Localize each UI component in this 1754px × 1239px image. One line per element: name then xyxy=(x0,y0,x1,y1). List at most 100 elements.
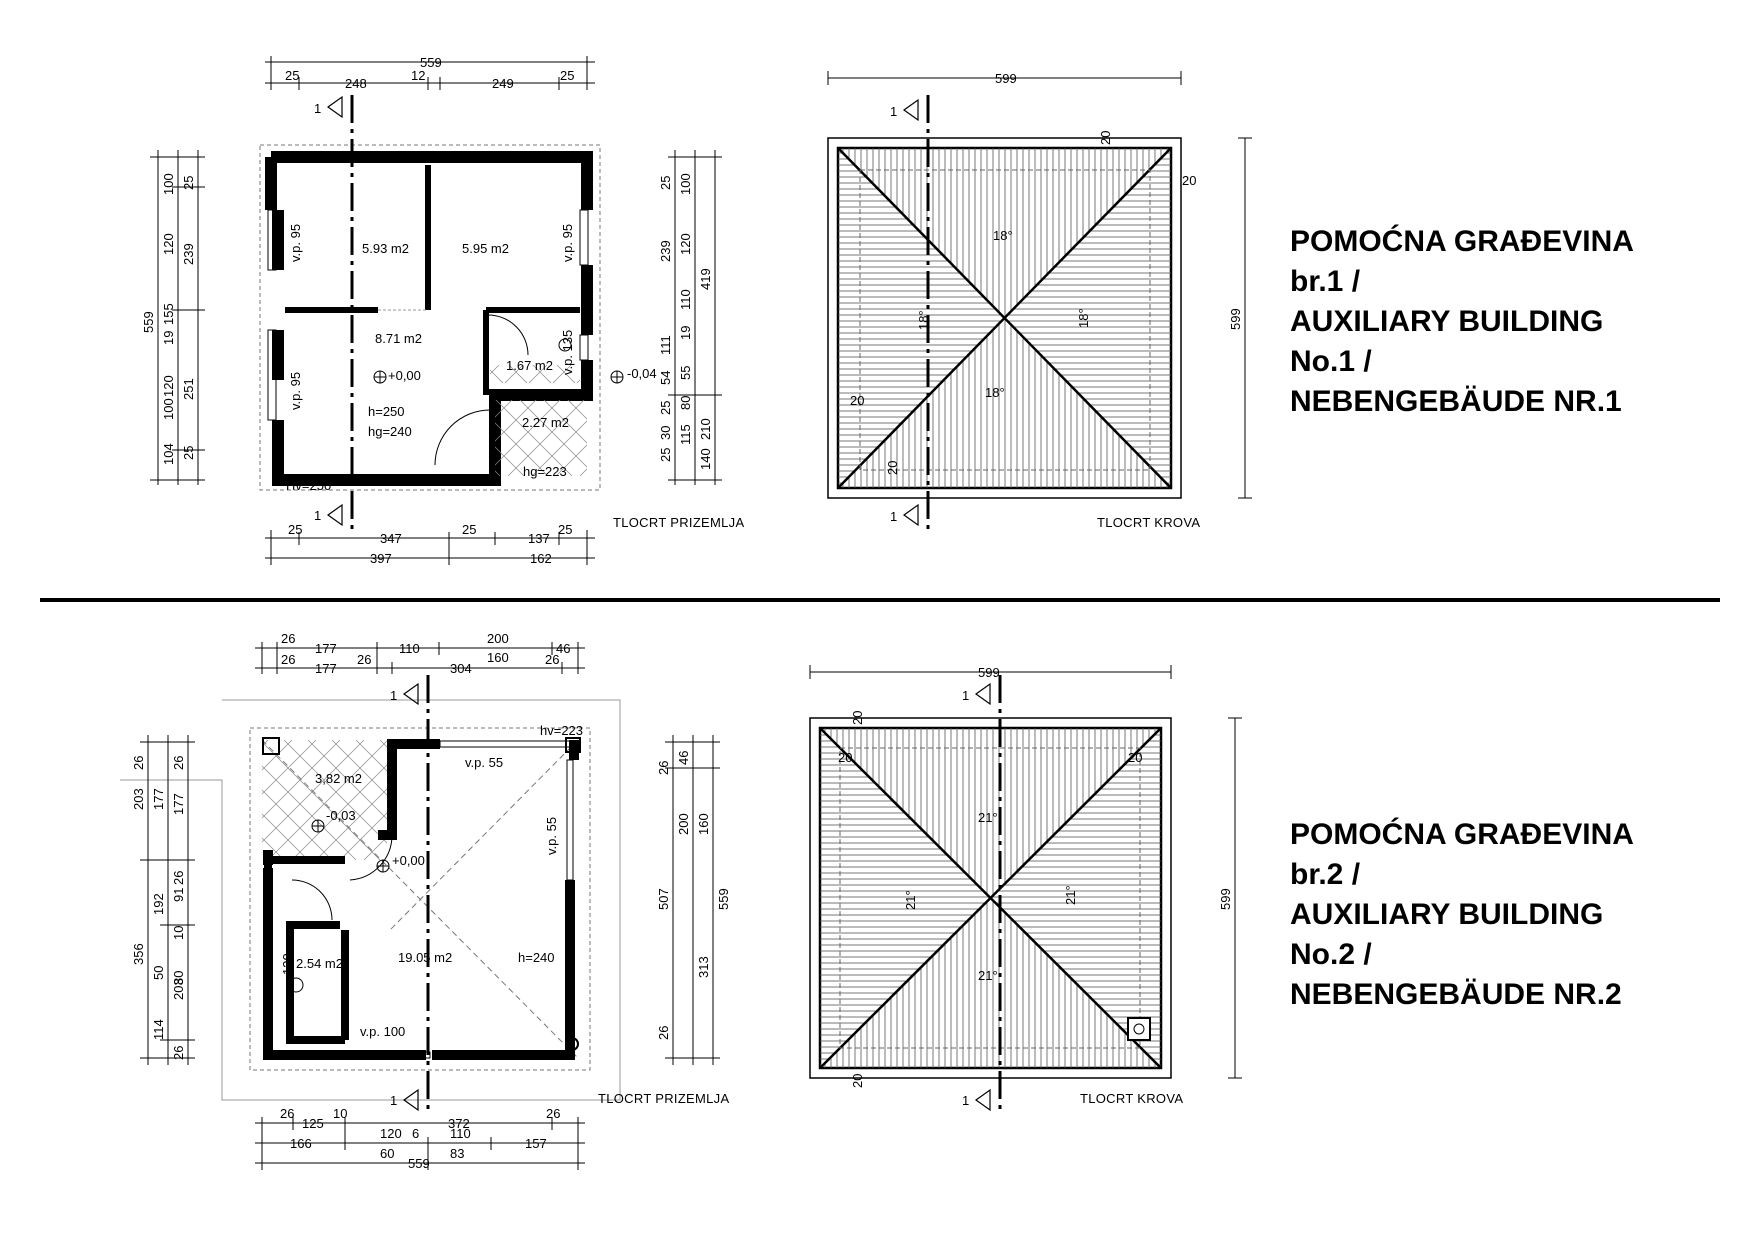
svg-text:140: 140 xyxy=(698,448,713,470)
svg-text:100: 100 xyxy=(678,173,693,195)
svg-text:26: 26 xyxy=(357,652,371,667)
svg-text:25: 25 xyxy=(658,401,673,415)
b1-section-label-bottom: 1 xyxy=(314,508,321,523)
b1-label-h: h=250 xyxy=(368,404,405,419)
svg-text:26: 26 xyxy=(131,756,146,770)
svg-text:104: 104 xyxy=(161,443,176,465)
b1-room-area-5: 2.27 m2 xyxy=(522,415,569,430)
svg-text:80: 80 xyxy=(678,396,693,410)
svg-text:54: 54 xyxy=(658,371,673,385)
svg-text:26: 26 xyxy=(171,871,186,885)
svg-text:12: 12 xyxy=(411,68,425,83)
svg-text:1: 1 xyxy=(390,1093,397,1108)
b2-slope-west: 21° xyxy=(903,890,918,910)
b2-windows xyxy=(344,740,574,1059)
b2-slope-north: 21° xyxy=(978,810,998,825)
b2-chimney xyxy=(1127,1017,1151,1041)
b1-door-arc xyxy=(487,314,529,356)
svg-text:20: 20 xyxy=(850,393,864,408)
b1-slope-south: 18° xyxy=(985,385,1005,400)
svg-text:110: 110 xyxy=(450,1126,471,1141)
svg-text:25: 25 xyxy=(560,68,574,83)
svg-text:55: 55 xyxy=(678,366,693,380)
svg-text:26: 26 xyxy=(171,756,186,770)
b2-slope-south: 21° xyxy=(978,968,998,983)
b1-label-window-2: v.p. 95 xyxy=(288,372,303,410)
b2-room-area-3: 2.54 m2 xyxy=(296,956,343,971)
svg-text:25: 25 xyxy=(462,522,476,537)
b2-roof-dim-top: 599 xyxy=(978,665,1000,680)
svg-text:26: 26 xyxy=(171,1046,186,1060)
svg-text:111: 111 xyxy=(658,335,673,355)
svg-text:6: 6 xyxy=(412,1126,419,1141)
svg-text:120: 120 xyxy=(161,375,176,397)
b1-dimensions-top xyxy=(265,56,595,90)
b2-slope-east: 21° xyxy=(1063,885,1078,905)
svg-text:304: 304 xyxy=(450,661,472,676)
svg-text:200: 200 xyxy=(487,631,509,646)
svg-text:50: 50 xyxy=(151,966,166,980)
b1-roof-dim-top: 599 xyxy=(995,71,1017,86)
svg-text:20: 20 xyxy=(850,1074,865,1088)
svg-text:356: 356 xyxy=(131,943,146,965)
svg-text:1: 1 xyxy=(890,104,897,119)
b1-section-label-top: 1 xyxy=(314,101,321,116)
svg-text:25: 25 xyxy=(658,448,673,462)
b1-roof-outline xyxy=(259,144,601,491)
b2-label-window-3: v.p. 100 xyxy=(360,1024,405,1039)
svg-text:130: 130 xyxy=(280,953,295,975)
b1-slope-north: 18° xyxy=(993,228,1013,243)
b2-dimensions-left xyxy=(140,735,195,1065)
svg-text:239: 239 xyxy=(658,240,673,262)
b1-label-hg223: hg=223 xyxy=(523,464,567,479)
b2-title: POMOĆNA GRAĐEVINA br.2 / AUXILIARY BUILD… xyxy=(1290,818,1634,1011)
b1-level-004: -0,04 xyxy=(627,366,657,381)
b2-dimensions-bottom xyxy=(255,1117,585,1170)
b2-roof-face-north xyxy=(820,728,1161,898)
b2-ground-caption: TLOCRT PRIZEMLJA xyxy=(598,1091,729,1106)
svg-text:20: 20 xyxy=(850,711,865,725)
b1-room-area-2: 5.95 m2 xyxy=(462,241,509,256)
svg-text:1: 1 xyxy=(962,688,969,703)
svg-text:110: 110 xyxy=(678,289,693,310)
svg-text:160: 160 xyxy=(696,813,711,835)
svg-text:60: 60 xyxy=(380,1146,394,1161)
svg-text:26: 26 xyxy=(281,652,295,667)
b2-label-window-2: v.p. 55 xyxy=(544,817,559,855)
b1-fixture xyxy=(558,338,572,352)
svg-text:177: 177 xyxy=(315,641,337,656)
svg-text:25: 25 xyxy=(285,68,299,83)
svg-text:25: 25 xyxy=(658,176,673,190)
b2-roof-dimensions xyxy=(809,665,1242,1079)
svg-text:507: 507 xyxy=(656,888,671,910)
b2-dim-bottom-total: 559 xyxy=(408,1156,430,1171)
b2-label-h: h=240 xyxy=(518,950,555,965)
b2-label-window-1: v.p. 55 xyxy=(465,755,503,770)
b1-dim-left-total: 559 xyxy=(141,311,156,333)
b1-inner-walls xyxy=(285,165,580,395)
svg-text:239: 239 xyxy=(181,243,196,265)
svg-text:1: 1 xyxy=(962,1093,969,1108)
b2-room-area-2: 19.05 m2 xyxy=(398,950,452,965)
svg-text:160: 160 xyxy=(487,650,509,665)
svg-text:203: 203 xyxy=(131,788,146,810)
svg-text:25: 25 xyxy=(181,446,196,460)
svg-text:177: 177 xyxy=(151,788,166,810)
svg-text:137: 137 xyxy=(528,531,550,546)
b1-roof-face-south xyxy=(838,318,1171,488)
b1-roof-plan: 1 1 18° 18° 18° 18° 20 20 20 20 599 599 … xyxy=(827,71,1252,530)
svg-text:210: 210 xyxy=(698,418,713,440)
svg-text:177: 177 xyxy=(171,793,186,815)
svg-text:115: 115 xyxy=(678,424,693,445)
b2-dimensions-right xyxy=(665,735,720,1065)
b1-room-area-1: 5.93 m2 xyxy=(362,241,409,256)
svg-text:120: 120 xyxy=(380,1126,402,1141)
svg-text:10: 10 xyxy=(171,926,186,940)
b1-roof-edge xyxy=(827,137,1182,499)
svg-text:26: 26 xyxy=(545,652,559,667)
svg-text:20: 20 xyxy=(1128,750,1142,765)
b1-label-window-4: v.p. 135 xyxy=(560,330,575,375)
svg-text:1: 1 xyxy=(390,688,397,703)
svg-text:20: 20 xyxy=(1098,131,1113,145)
